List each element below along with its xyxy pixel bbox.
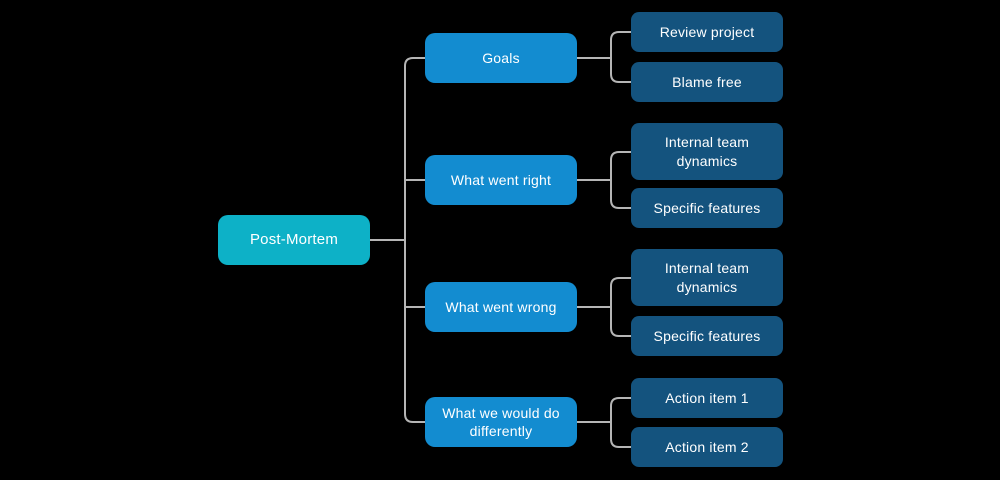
node-post-mortem[interactable]: Post-Mortem	[218, 215, 370, 265]
node-leaf-action-item-1[interactable]: Action item 1	[631, 378, 783, 418]
node-leaf-specific-features-wrong[interactable]: Specific features	[631, 316, 783, 356]
connector-goals-children	[610, 31, 631, 83]
node-leaf-review-project[interactable]: Review project	[631, 12, 783, 52]
connector-differently-children	[610, 397, 631, 448]
connector-right-children	[610, 151, 631, 209]
node-branch-what-we-would-do-differently[interactable]: What we would do differently	[425, 397, 577, 447]
connector-wrong-children	[610, 277, 631, 337]
node-branch-goals[interactable]: Goals	[425, 33, 577, 83]
node-leaf-internal-team-dynamics-wrong[interactable]: Internal team dynamics	[631, 249, 783, 306]
node-branch-what-went-right[interactable]: What went right	[425, 155, 577, 205]
node-leaf-action-item-2[interactable]: Action item 2	[631, 427, 783, 467]
node-leaf-blame-free[interactable]: Blame free	[631, 62, 783, 102]
connector-main-trunk	[404, 57, 425, 423]
node-branch-what-went-wrong[interactable]: What went wrong	[425, 282, 577, 332]
node-leaf-specific-features-right[interactable]: Specific features	[631, 188, 783, 228]
node-leaf-internal-team-dynamics-right[interactable]: Internal team dynamics	[631, 123, 783, 180]
